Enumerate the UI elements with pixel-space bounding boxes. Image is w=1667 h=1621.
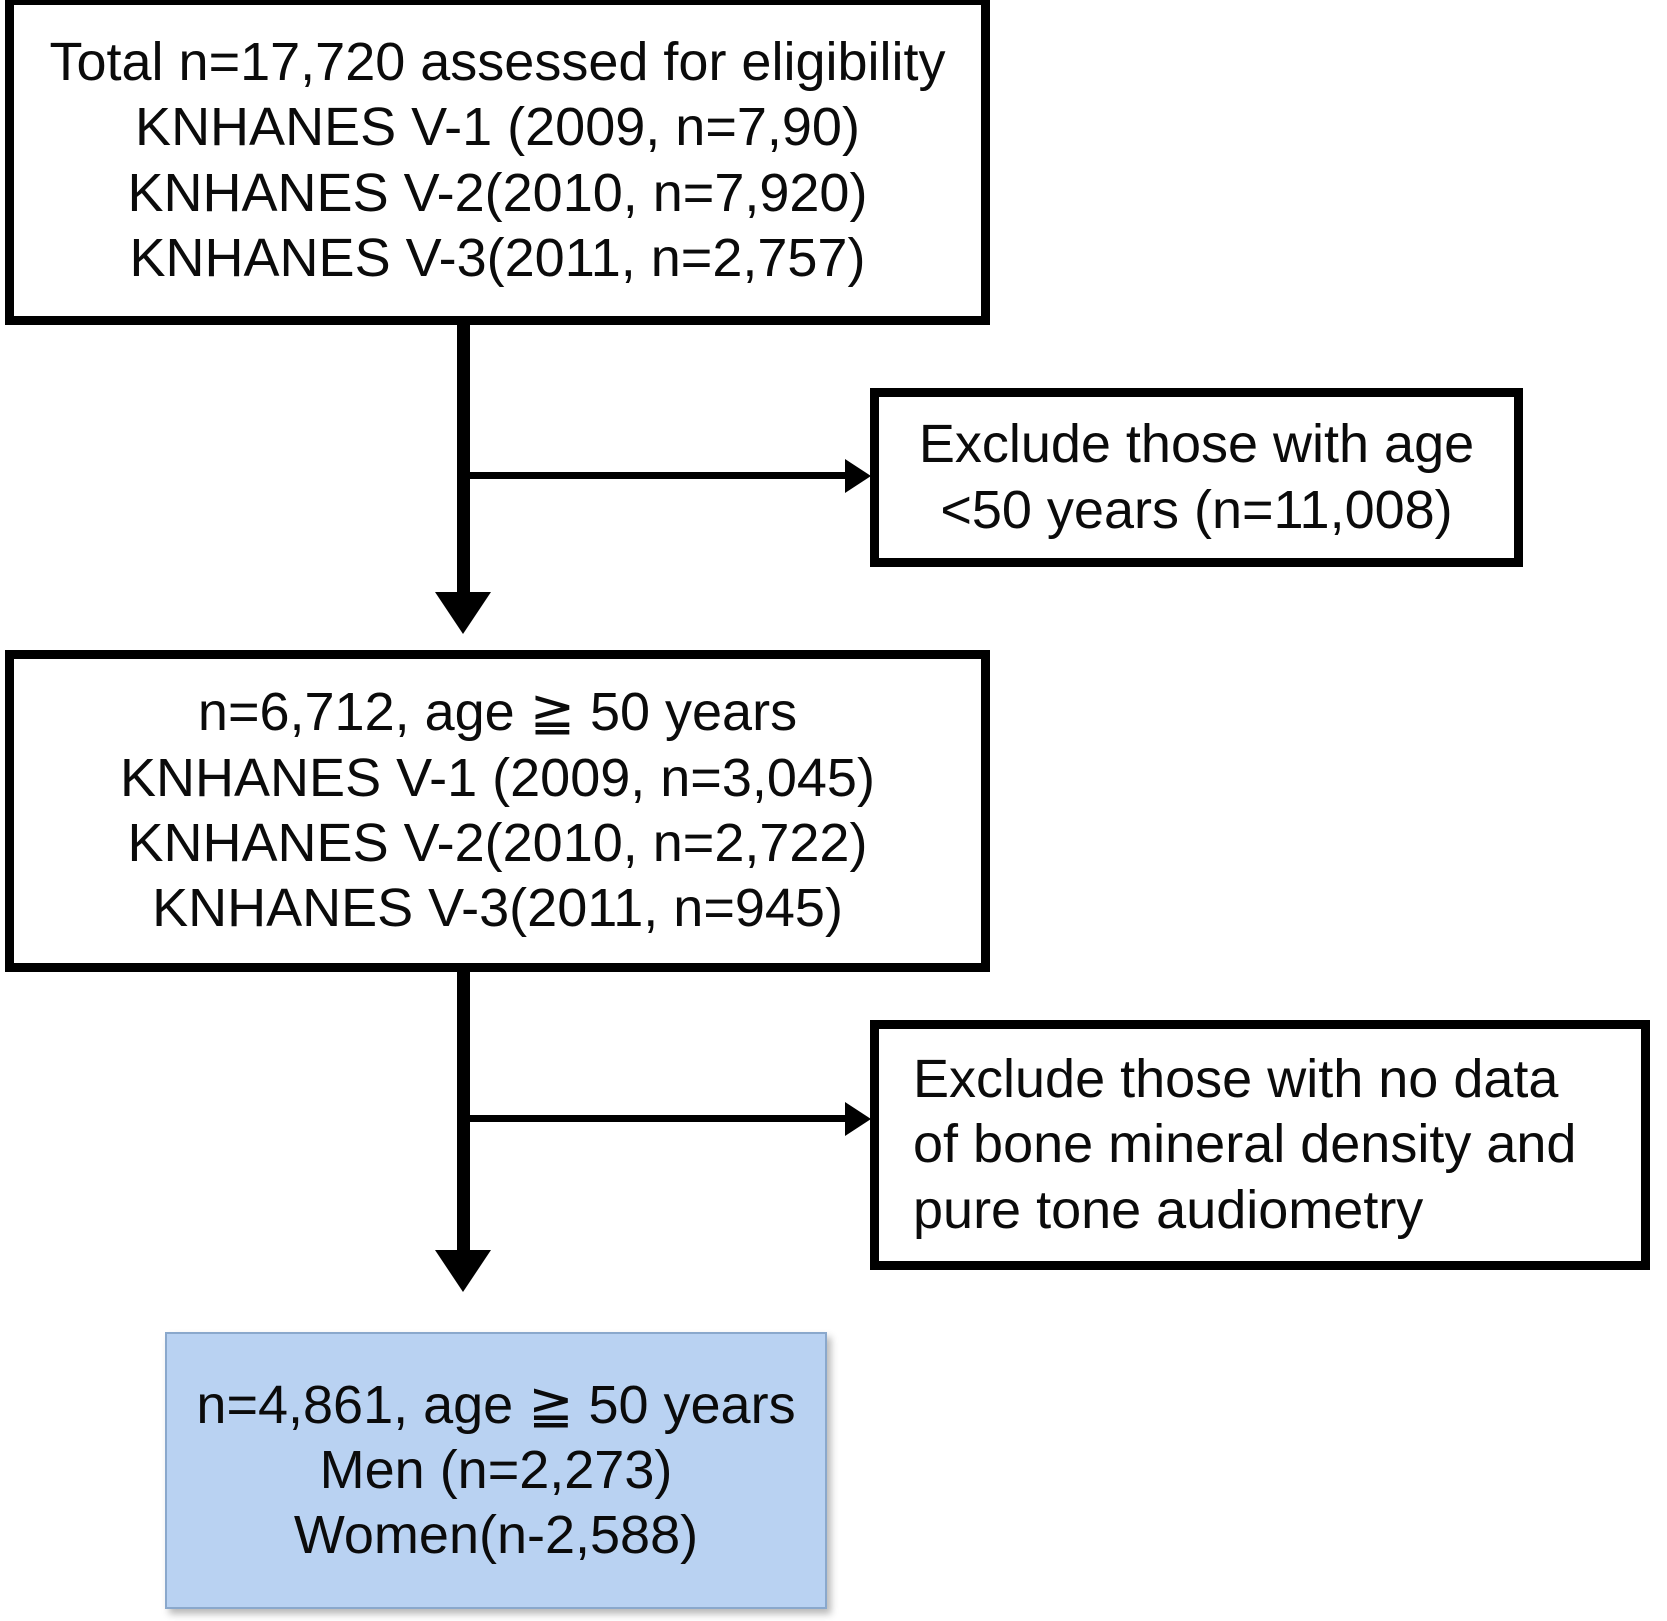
exclude-no-data-line-2: of bone mineral density and [913,1114,1577,1175]
final-cohort-line-3: Women(n-2,588) [293,1505,699,1566]
exclude-no-data-line-3: pure tone audiometry [913,1179,1424,1240]
total-assessed-line-4: KNHANES V-3(2011, n=2,757) [129,227,866,288]
eligible-age-line-2: KNHANES V-1 (2009, n=3,045) [120,747,875,808]
branch-line-exclude-no-data [463,1115,845,1122]
final-cohort-line-1: n=4,861, age ≧ 50 years [196,1374,796,1435]
exclude-age-box: Exclude those with age <50 years (n=11,0… [870,388,1523,567]
exclude-no-data-line-1: Exclude those with no data [913,1049,1559,1109]
total-assessed-line-1: Total n=17,720 assessed for eligibility [49,31,946,92]
final-cohort-line-2: Men (n=2,273) [319,1439,673,1500]
total-assessed-box: Total n=17,720 assessed for eligibility … [5,0,990,325]
eligible-age-box: n=6,712, age ≧ 50 years KNHANES V-1 (200… [5,650,990,972]
total-assessed-line-3: KNHANES V-2(2010, n=7,920) [127,162,868,223]
exclude-age-line-2: <50 years (n=11,008) [940,479,1453,540]
arrow-down-to-final [435,1250,491,1292]
branch-arrow-exclude-no-data [845,1102,871,1136]
exclude-age-line-1: Exclude those with age [918,414,1475,475]
vertical-connector-top [457,322,470,592]
exclude-no-data-box: Exclude those with no data of bone miner… [870,1020,1650,1270]
final-cohort-box: n=4,861, age ≧ 50 years Men (n=2,273) Wo… [165,1332,827,1609]
eligible-age-line-3: KNHANES V-2(2010, n=2,722) [127,813,868,873]
arrow-down-to-eligible [435,592,491,634]
vertical-connector-middle [457,968,470,1250]
eligible-age-line-1: n=6,712, age ≧ 50 years [197,682,798,743]
branch-arrow-exclude-age [845,459,871,493]
branch-line-exclude-age [463,472,845,479]
eligible-age-line-4: KNHANES V-3(2011, n=945) [152,878,843,939]
total-assessed-line-2: KNHANES V-1 (2009, n=7,90) [135,97,860,158]
